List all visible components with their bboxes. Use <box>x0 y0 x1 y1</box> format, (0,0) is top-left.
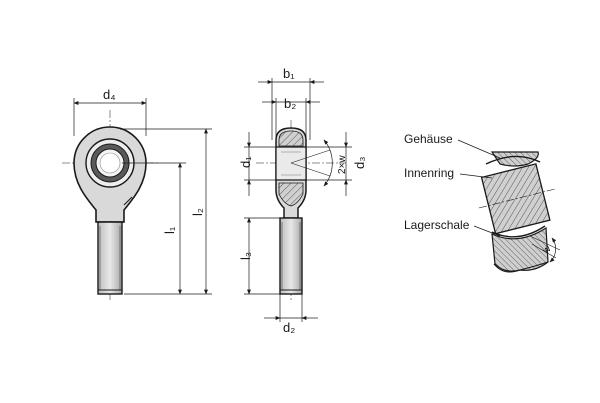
side-shaft <box>279 217 303 295</box>
detail-view: w Gehäuse Innenring Lagerschale <box>404 132 561 273</box>
bore-inner <box>99 152 121 174</box>
threaded-shaft <box>97 221 123 295</box>
label-l3: l₃ <box>238 252 253 260</box>
label-b1: b₁ <box>283 66 295 81</box>
label-housing: Gehäuse <box>404 132 453 146</box>
label-d2: d₂ <box>283 320 295 335</box>
leader-bearing-shell <box>473 225 501 237</box>
label-d3: d₃ <box>352 156 367 169</box>
label-b2: b₂ <box>284 96 296 111</box>
angle-2xw-arc <box>323 139 333 187</box>
side-view: b₁ b₂ d₁ d₃ 2×w l₃ <box>238 66 367 335</box>
inner-ring-block <box>478 163 555 235</box>
label-bearing-shell: Lagerschale <box>404 218 470 232</box>
label-2xw: 2×w <box>337 155 348 174</box>
bearing-shell-bottom <box>491 225 546 238</box>
front-view: d₄ l₁ l₂ <box>62 87 212 300</box>
label-l2: l₂ <box>190 208 205 216</box>
label-inner-ring: Innenring <box>404 166 454 180</box>
housing-section <box>490 151 539 167</box>
label-d1: d₁ <box>238 156 253 168</box>
nipple-line <box>123 196 133 206</box>
leader-inner-ring <box>459 173 493 179</box>
label-l1: l₁ <box>162 226 177 234</box>
label-d4: d₄ <box>103 87 116 102</box>
housing-lower-section <box>491 226 549 272</box>
leader-housing <box>457 139 501 159</box>
bearing-shell-top <box>485 155 541 165</box>
